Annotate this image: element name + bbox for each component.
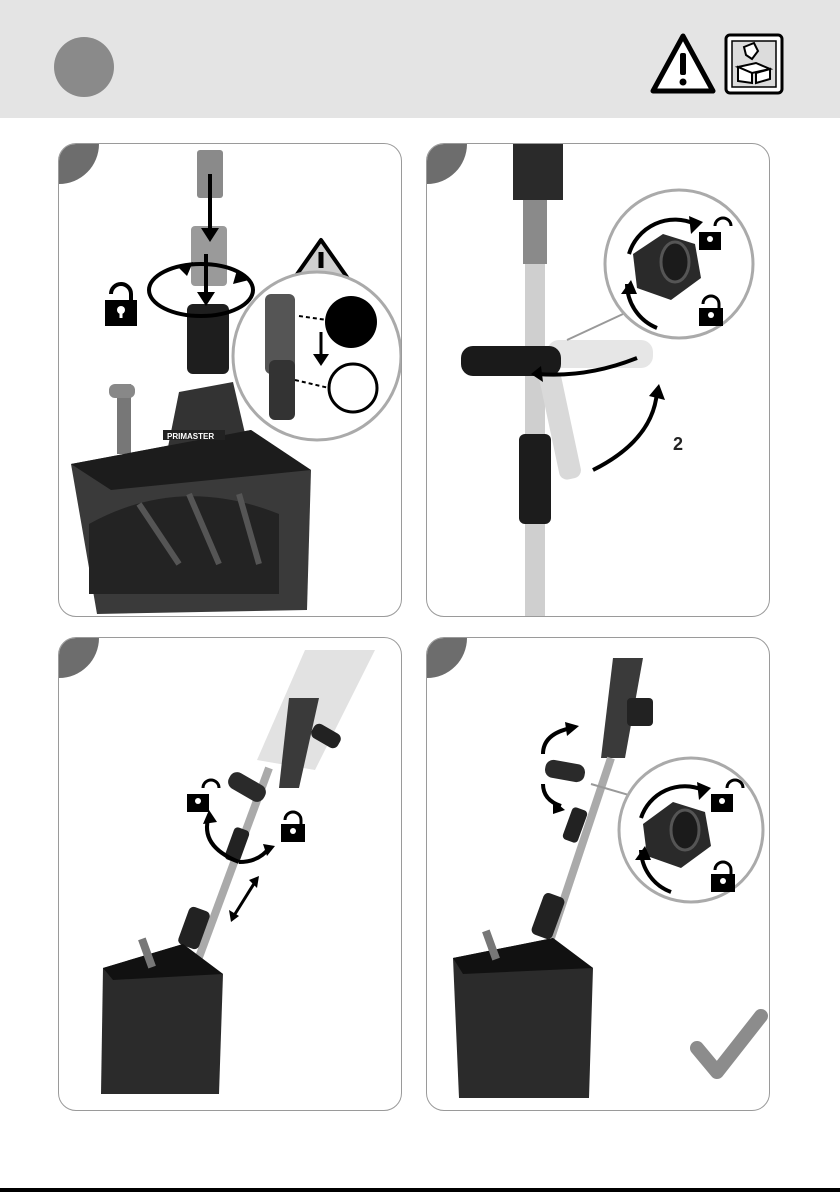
read-manual-icon — [724, 33, 784, 95]
illustration-assembled — [427, 638, 770, 1111]
detail-magnifier — [619, 758, 763, 902]
page-header — [0, 0, 840, 118]
unlock-icon — [187, 780, 219, 812]
illustration-handle-rotate: 2 — [427, 144, 770, 617]
double-arrow-icon — [229, 876, 259, 922]
step-callout: 2 — [673, 434, 683, 454]
lock-icon — [281, 812, 305, 842]
logo: PRIMASTER — [167, 432, 214, 441]
illustration-adjust-length — [59, 638, 402, 1111]
detail-magnifier — [233, 272, 401, 440]
illustration-attach-handle: PRIMASTER — [59, 144, 402, 617]
checkmark-icon — [697, 1016, 761, 1072]
footer-rule — [0, 1188, 840, 1192]
warning-triangle-icon — [650, 33, 716, 95]
detail-magnifier — [605, 190, 753, 338]
panel-3 — [58, 637, 402, 1111]
lock-icon — [105, 284, 137, 326]
panel-1: PRIMASTER — [58, 143, 402, 617]
panel-2: 2 — [426, 143, 770, 617]
panel-4 — [426, 637, 770, 1111]
step-number-circle — [54, 37, 114, 97]
